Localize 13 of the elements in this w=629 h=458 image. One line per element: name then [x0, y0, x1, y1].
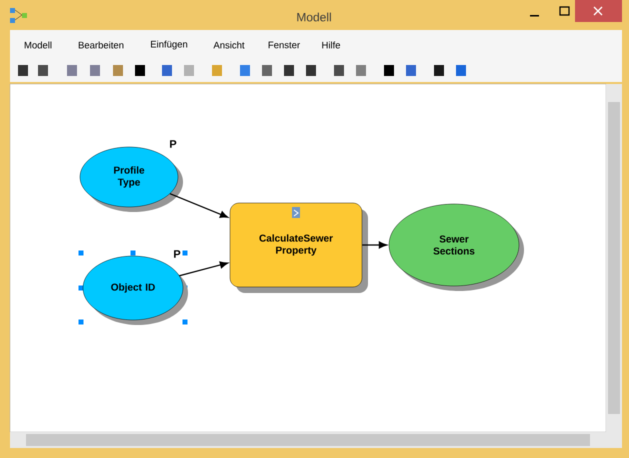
menu-item: Fenster: [268, 42, 300, 48]
parameter-mark: P: [174, 250, 180, 258]
menu-item: Einfügen: [151, 40, 188, 50]
arrow: [179, 261, 228, 276]
menu-item: Hilfe: [322, 42, 340, 48]
tool-box: CalculateSewer Property: [230, 202, 368, 293]
arrow: [362, 241, 388, 249]
window-title: Modell: [297, 12, 331, 22]
parameter-mark: P: [170, 140, 176, 148]
menu-item: Ansicht: [213, 42, 244, 48]
menu-item: Modell: [24, 42, 52, 48]
menu-item: Bearbeiten: [78, 42, 124, 48]
arrow: [170, 193, 228, 218]
